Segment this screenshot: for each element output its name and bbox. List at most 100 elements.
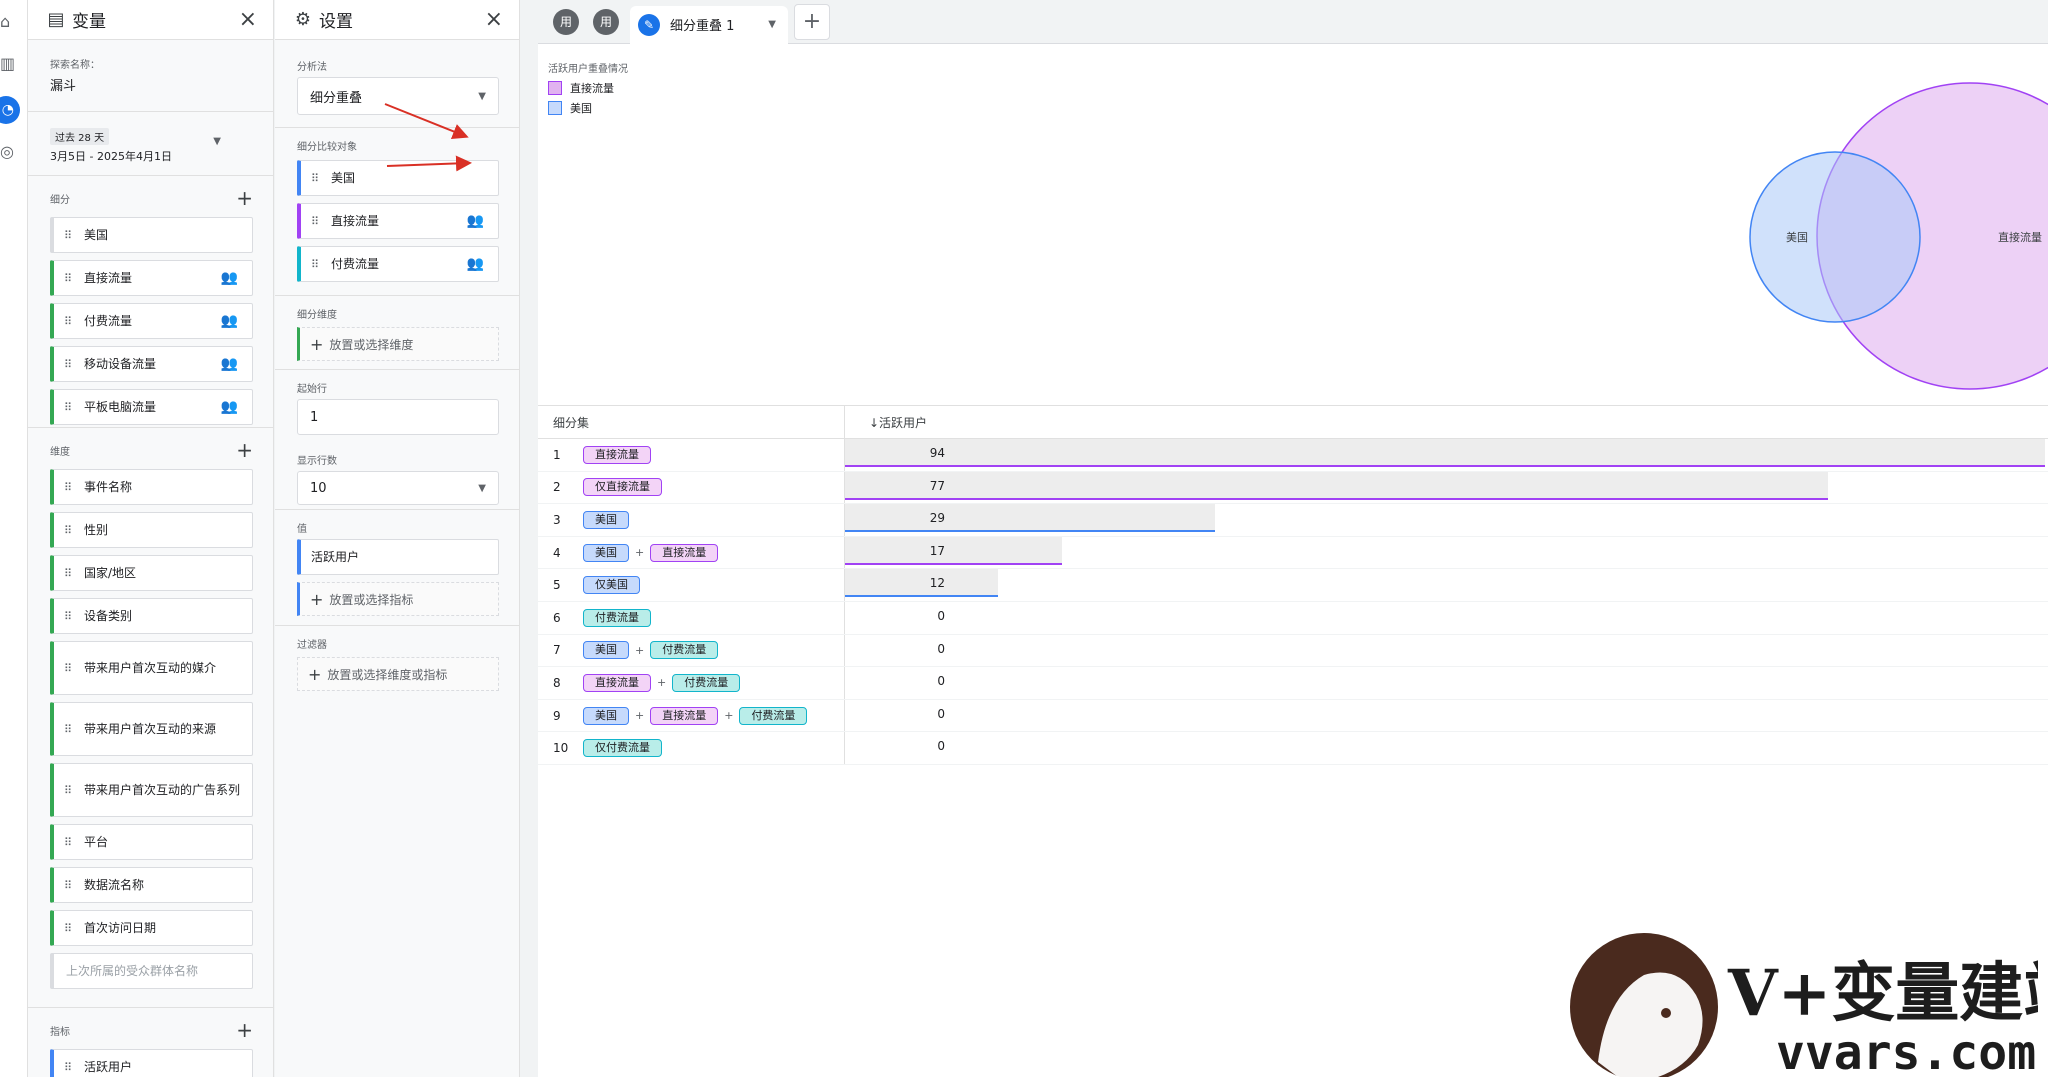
advertising-icon[interactable]: ◎	[0, 142, 14, 161]
drag-handle-icon[interactable]: ⠿	[64, 722, 72, 736]
drag-handle-icon[interactable]: ⠿	[64, 314, 72, 328]
segment-item[interactable]: ⠿美国	[50, 217, 253, 253]
add-tab-button[interactable]: +	[794, 3, 830, 40]
dimension-item[interactable]: ⠿首次访问日期	[50, 910, 253, 946]
compare-segment-item[interactable]: ⠿付费流量👥	[297, 246, 499, 282]
breakdown-drop-zone[interactable]: +放置或选择维度	[297, 327, 499, 361]
drag-handle-icon[interactable]: ⠿	[64, 523, 72, 537]
venn-circle-us[interactable]	[1749, 151, 1921, 323]
variables-icon: ▤	[47, 9, 65, 30]
dimension-item[interactable]: ⠿带来用户首次互动的广告系列	[50, 763, 253, 817]
drag-handle-icon[interactable]: ⠿	[64, 480, 72, 494]
column-header-segment[interactable]: 细分集	[538, 406, 845, 438]
home-icon[interactable]: ⌂	[0, 12, 11, 31]
tab-user-1[interactable]: 用	[553, 8, 579, 35]
segments-header: 细分 +	[50, 186, 253, 210]
segment-tag: 直接流量	[583, 673, 651, 692]
viz-title: 活跃用户重叠情况	[548, 64, 628, 75]
tab-segment-overlap[interactable]: ✎ 细分重叠 1 ▼	[630, 5, 788, 44]
column-header-metric[interactable]: ↓活跃用户	[869, 415, 928, 430]
drag-handle-icon[interactable]: ⠿	[64, 921, 72, 935]
add-metric-icon[interactable]: +	[236, 1018, 253, 1042]
metric-value: 0	[937, 706, 945, 721]
metric-cell: 17	[845, 536, 2048, 569]
close-icon[interactable]: ×	[238, 6, 257, 32]
segment-item[interactable]: ⠿直接流量👥	[50, 260, 253, 296]
dimension-item[interactable]: ⠿数据流名称	[50, 867, 253, 903]
plus-icon: +	[308, 664, 322, 684]
tab-user-2[interactable]: 用	[593, 8, 619, 35]
metric-cell: 0	[845, 635, 2048, 667]
drag-handle-icon[interactable]: ⠿	[64, 661, 72, 675]
venn-diagram: 美国 直接流量	[1749, 82, 2048, 390]
dimension-item[interactable]: ⠿带来用户首次互动的来源	[50, 702, 253, 756]
reports-icon[interactable]: ▥	[0, 54, 16, 73]
date-range-section[interactable]: 过去 28 天 3月5日 - 2025年4月1日 ▼	[28, 112, 273, 176]
dimension-item[interactable]: ⠿平台	[50, 824, 253, 860]
metric-item[interactable]: ⠿活跃用户	[50, 1049, 253, 1077]
chevron-down-icon[interactable]: ▼	[768, 19, 776, 30]
filters-section: 过滤器 +放置或选择维度或指标	[275, 626, 519, 706]
add-segment-icon[interactable]: +	[236, 186, 253, 210]
segment-tag: 直接流量	[650, 543, 719, 562]
drag-handle-icon[interactable]: ⠿	[311, 214, 319, 228]
drag-handle-icon[interactable]: ⠿	[64, 878, 72, 892]
dimension-item[interactable]: ⠿国家/地区	[50, 555, 253, 591]
metric-cell: 94	[845, 439, 2048, 471]
segment-item[interactable]: ⠿付费流量👥	[50, 303, 253, 339]
drag-handle-icon[interactable]: ⠿	[64, 609, 72, 623]
date-range-caret-icon[interactable]: ▼	[213, 136, 221, 147]
metrics-section: 指标 + ⠿活跃用户	[28, 1008, 273, 1077]
drag-handle-icon[interactable]: ⠿	[64, 228, 72, 242]
value-metric-item[interactable]: 活跃用户	[297, 539, 499, 575]
dimension-item[interactable]: ⠿事件名称	[50, 469, 253, 505]
row-number: 2	[553, 480, 561, 495]
drag-handle-icon[interactable]: ⠿	[64, 783, 72, 797]
audience-icon: 👥	[220, 399, 238, 415]
close-icon[interactable]: ×	[484, 6, 503, 32]
settings-panel: ⚙ 设置 × 分析法 细分重叠 ▼ 细分比较对象 ⠿美国 ⠿直接流量👥 ⠿付费流…	[275, 0, 520, 1077]
dimension-item[interactable]: ⠿性别	[50, 512, 253, 548]
segment-tag: 付费流量	[583, 608, 651, 627]
drag-handle-icon[interactable]: ⠿	[64, 566, 72, 580]
drag-handle-icon[interactable]: ⠿	[64, 835, 72, 849]
plus-icon: +	[310, 334, 324, 354]
drag-handle-icon[interactable]: ⠿	[311, 171, 319, 185]
dimension-item[interactable]: ⠿带来用户首次互动的媒介	[50, 641, 253, 695]
drag-handle-icon[interactable]: ⠿	[64, 271, 72, 285]
segment-compare-section: 细分比较对象 ⠿美国 ⠿直接流量👥 ⠿付费流量👥	[275, 128, 519, 296]
add-dimension-icon[interactable]: +	[236, 438, 253, 462]
drag-handle-icon[interactable]: ⠿	[311, 257, 319, 271]
filters-drop-zone[interactable]: +放置或选择维度或指标	[297, 657, 499, 691]
segment-tag: 直接流量	[583, 445, 651, 464]
values-drop-zone[interactable]: +放置或选择指标	[297, 582, 499, 616]
start-row-input[interactable]: 1	[297, 399, 499, 435]
dimension-item[interactable]: ⠿设备类别	[50, 598, 253, 634]
metric-cell: 12	[845, 569, 2048, 601]
legend-swatch	[548, 81, 562, 95]
show-rows-dropdown[interactable]: 10 ▼	[297, 471, 499, 505]
show-rows-value: 10	[310, 480, 327, 496]
segment-item[interactable]: ⠿移动设备流量👥	[50, 346, 253, 382]
date-range-label: 过去 28 天	[50, 128, 110, 145]
drag-handle-icon[interactable]: ⠿	[64, 1060, 72, 1074]
compare-segment-item[interactable]: ⠿直接流量👥	[297, 203, 499, 239]
drag-handle-icon[interactable]: ⠿	[64, 357, 72, 371]
segment-item[interactable]: ⠿平板电脑流量👥	[50, 389, 253, 425]
technique-value: 细分重叠	[310, 90, 363, 106]
exploration-name-input[interactable]: 漏斗	[50, 79, 77, 94]
variables-header: ▤ 变量 ×	[28, 0, 273, 40]
drag-handle-icon[interactable]: ⠿	[64, 400, 72, 414]
explore-icon[interactable]: ◔	[0, 96, 20, 124]
